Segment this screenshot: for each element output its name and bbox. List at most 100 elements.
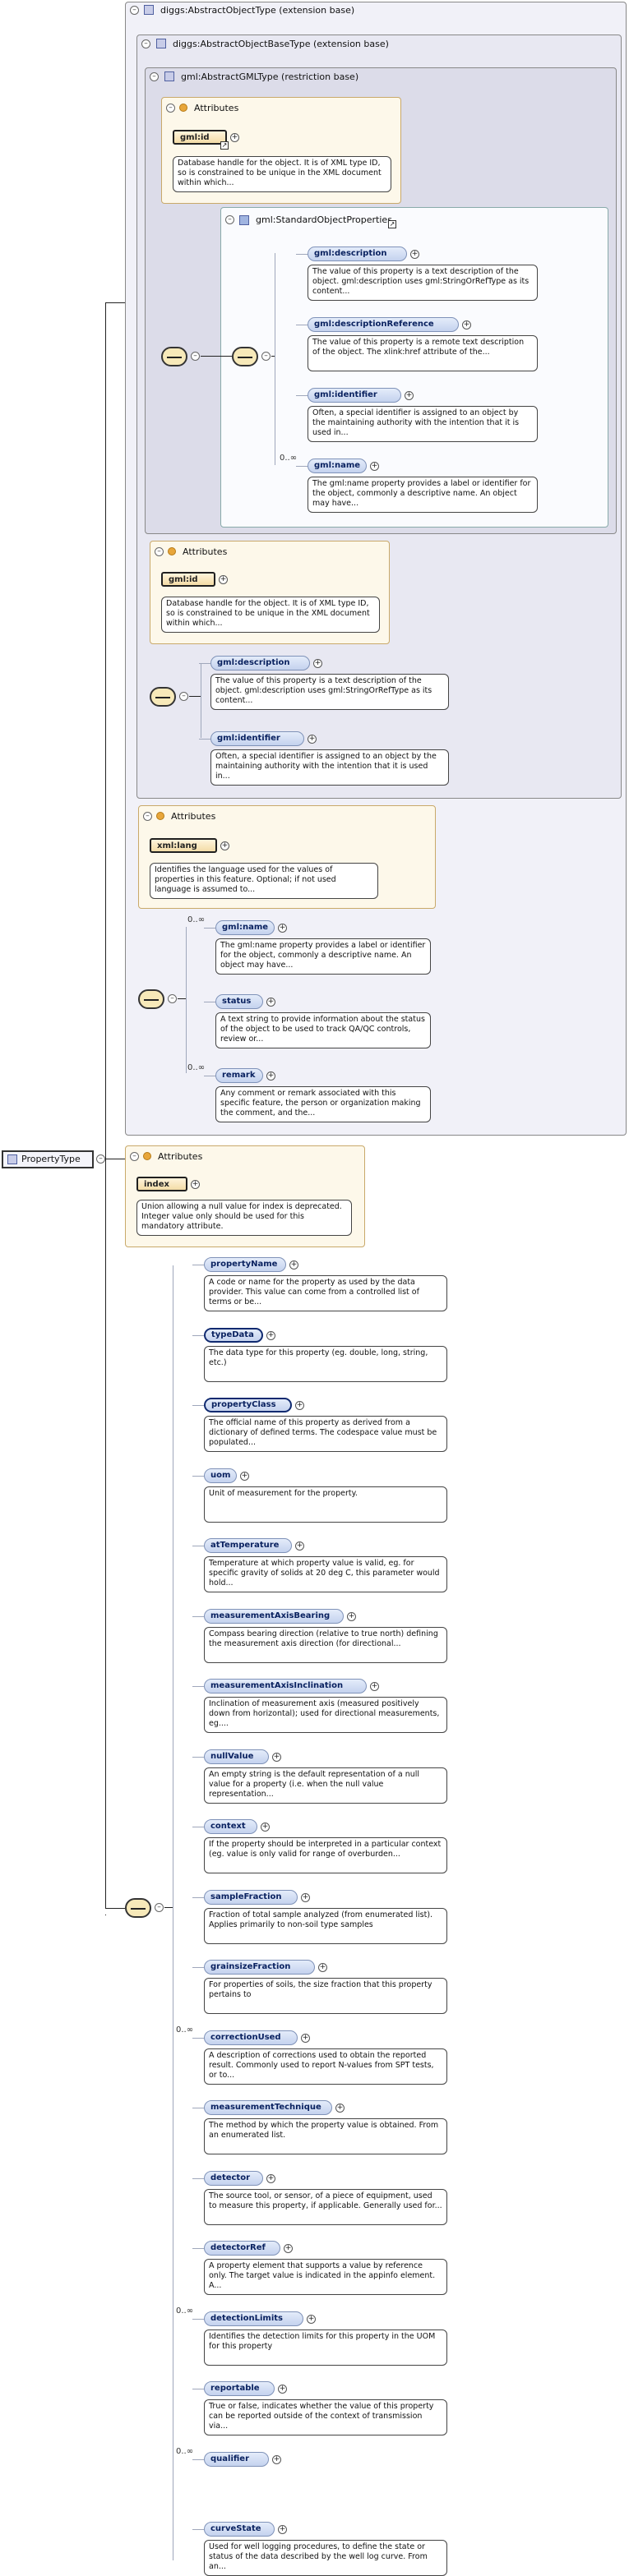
expand-icon[interactable]: + <box>278 924 287 933</box>
gml-id-attribute[interactable]: gml:id <box>173 130 227 145</box>
main-sequence-icon[interactable] <box>125 1898 151 1918</box>
sequence-icon[interactable] <box>161 347 187 366</box>
element-reportable[interactable]: reportable <box>204 2381 275 2396</box>
root-type-node[interactable]: PropertyType <box>2 1150 94 1168</box>
cardinality-label: 0..∞ <box>187 915 206 924</box>
expand-icon[interactable]: + <box>261 1823 270 1832</box>
expand-icon[interactable]: + <box>308 735 317 744</box>
collapse-toggle[interactable]: – <box>261 352 271 361</box>
collapse-toggle[interactable]: – <box>141 39 150 48</box>
root-collapse-toggle[interactable]: – <box>96 1154 105 1164</box>
expand-icon[interactable]: + <box>266 1071 275 1081</box>
expand-icon[interactable]: + <box>370 1682 379 1691</box>
element-gml-name[interactable]: gml:name <box>308 459 367 473</box>
element-qualifier[interactable]: qualifier <box>204 2451 269 2467</box>
expand-icon[interactable]: + <box>370 462 379 471</box>
index-attribute[interactable]: index <box>136 1177 187 1191</box>
expand-icon[interactable]: + <box>272 2454 281 2464</box>
element-samplefraction[interactable]: sampleFraction <box>204 1889 298 1905</box>
element-gml-identifier[interactable]: gml:identifier <box>308 388 401 403</box>
attributes-label: Attributes <box>183 546 228 557</box>
cardinality-label: 0..∞ <box>280 454 298 463</box>
element-doc: True or false, indicates whether the val… <box>204 2399 447 2435</box>
expand-icon[interactable]: + <box>410 250 419 259</box>
expand-icon[interactable]: + <box>266 1330 275 1340</box>
element-uom[interactable]: uom <box>204 1468 237 1483</box>
expand-icon[interactable]: + <box>220 841 229 850</box>
collapse-toggle[interactable]: – <box>143 812 152 821</box>
expand-icon[interactable]: + <box>278 2525 287 2534</box>
connector-line <box>192 2318 204 2320</box>
abstract-object-type-title: diggs:AbstractObjectType (extension base… <box>160 5 355 16</box>
element-curvestate[interactable]: curveState <box>204 2522 275 2537</box>
collapse-toggle[interactable]: – <box>130 1152 139 1161</box>
expand-icon[interactable]: + <box>266 998 275 1007</box>
element-propertyclass[interactable]: propertyClass <box>204 1398 292 1412</box>
sequence-icon[interactable] <box>138 989 164 1009</box>
element-typedata[interactable]: typeData <box>204 1327 263 1343</box>
expand-icon[interactable]: + <box>301 1892 310 1902</box>
expand-icon[interactable]: + <box>230 133 239 142</box>
expand-icon[interactable]: + <box>240 1471 249 1481</box>
expand-icon[interactable]: + <box>219 575 228 584</box>
group-title: gml:StandardObjectProperties <box>256 214 392 225</box>
collapse-toggle[interactable]: – <box>225 215 234 224</box>
element-detectionlimits[interactable]: detectionLimits <box>204 2311 303 2326</box>
collapse-toggle[interactable]: – <box>130 6 139 15</box>
element-propertyname[interactable]: propertyName <box>204 1257 286 1272</box>
expand-icon[interactable]: + <box>405 391 414 400</box>
element-gml-name[interactable]: gml:name <box>215 920 275 935</box>
collapse-toggle[interactable]: – <box>179 692 188 701</box>
collapse-toggle[interactable]: – <box>155 547 164 556</box>
expand-icon[interactable]: + <box>335 2104 345 2113</box>
element-gml-identifier[interactable]: gml:identifier <box>210 731 304 746</box>
xml-lang-attribute[interactable]: xml:lang <box>150 838 217 853</box>
abstract-gml-type-title: gml:AbstractGMLType (restriction base) <box>181 71 359 82</box>
element-detectorref[interactable]: detectorRef <box>204 2241 280 2256</box>
element-doc: The data type for this property (eg. dou… <box>204 1345 447 1382</box>
expand-icon[interactable]: + <box>272 1752 281 1762</box>
element-correctionused[interactable]: correctionUsed <box>204 2030 298 2045</box>
collapse-toggle[interactable]: – <box>168 994 177 1003</box>
element-doc: Inclination of measurement axis (measure… <box>204 1697 447 1733</box>
element-gml-description[interactable]: gml:description <box>210 656 310 670</box>
element-gml-description[interactable]: gml:description <box>308 247 407 261</box>
element-measurementtechnique[interactable]: measurementTechnique <box>204 2100 332 2115</box>
expand-icon[interactable]: + <box>313 659 322 668</box>
expand-icon[interactable]: + <box>266 2173 275 2183</box>
element-doc: The gml:name property provides a label o… <box>308 477 538 513</box>
sequence-icon[interactable] <box>232 347 258 366</box>
element-status[interactable]: status <box>215 994 263 1009</box>
element-grainsizefraction[interactable]: grainsizeFraction <box>204 1960 315 1975</box>
element-detector[interactable]: detector <box>204 2170 263 2186</box>
element-doc: The value of this property is a text des… <box>210 674 449 710</box>
expand-icon[interactable]: + <box>295 1401 304 1410</box>
element-measurementaxisinclination[interactable]: measurementAxisInclination <box>204 1679 367 1694</box>
expand-icon[interactable]: + <box>318 1963 327 1972</box>
expand-icon[interactable]: + <box>295 1541 304 1551</box>
sequence-icon[interactable] <box>150 687 176 707</box>
element-attemperature[interactable]: atTemperature <box>204 1538 292 1553</box>
connector-line <box>199 663 210 664</box>
expand-icon[interactable]: + <box>301 2033 310 2043</box>
element-doc: Used for well logging procedures, to def… <box>204 2540 447 2576</box>
expand-icon[interactable]: + <box>191 1180 200 1189</box>
collapse-toggle[interactable]: – <box>155 1903 164 1912</box>
expand-icon[interactable]: + <box>278 2385 287 2394</box>
element-doc: The source tool, or sensor, of a piece o… <box>204 2188 447 2225</box>
expand-icon[interactable]: + <box>462 320 471 329</box>
element-measurementaxisbearing[interactable]: measurementAxisBearing <box>204 1608 344 1624</box>
expand-icon[interactable]: + <box>307 2314 316 2324</box>
collapse-toggle[interactable]: – <box>166 104 175 113</box>
element-doc: The official name of this property as de… <box>204 1416 447 1452</box>
element-remark[interactable]: remark <box>215 1068 263 1083</box>
expand-icon[interactable]: + <box>289 1260 298 1270</box>
expand-icon[interactable]: + <box>284 2244 293 2253</box>
element-gml-descriptionreference[interactable]: gml:descriptionReference <box>308 317 459 332</box>
gml-id-attribute[interactable]: gml:id <box>161 572 215 587</box>
element-context[interactable]: context <box>204 1819 257 1834</box>
collapse-toggle[interactable]: – <box>150 72 159 81</box>
element-nullvalue[interactable]: nullValue <box>204 1749 269 1764</box>
expand-icon[interactable]: + <box>347 1611 356 1621</box>
collapse-toggle[interactable]: – <box>191 352 200 361</box>
